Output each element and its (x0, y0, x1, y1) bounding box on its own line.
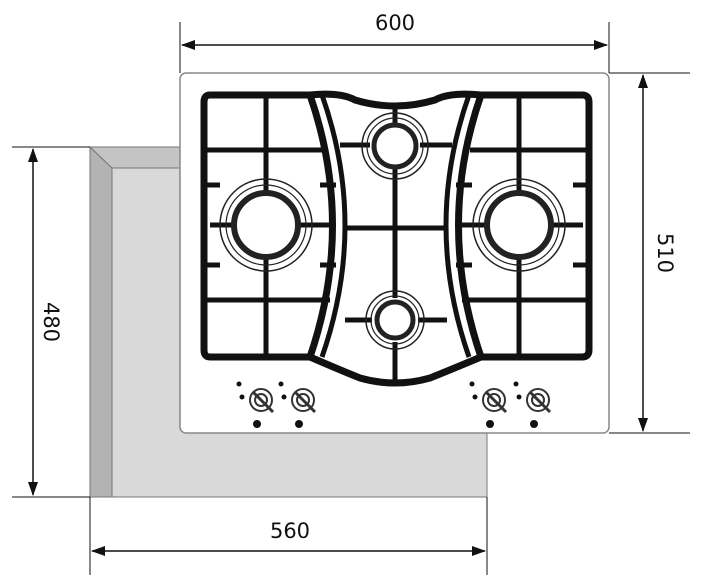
knob-1[interactable] (236, 381, 275, 429)
cutout-depth-label: 480 (39, 302, 63, 342)
knob-3[interactable] (469, 381, 508, 429)
burner-right (472, 178, 566, 272)
knob-4[interactable] (513, 381, 552, 429)
control-knobs (236, 381, 552, 429)
pan-support-grate (200, 90, 593, 387)
depth-label: 510 (653, 233, 677, 273)
cutout-width-label: 560 (270, 519, 310, 543)
burner-top-center (361, 112, 429, 180)
knob-2[interactable] (278, 381, 317, 429)
burner-bottom-center (365, 290, 425, 350)
extension-lines (12, 22, 690, 575)
width-label: 600 (375, 11, 415, 35)
burner-left (219, 178, 313, 272)
dimension-arrows (28, 40, 648, 556)
